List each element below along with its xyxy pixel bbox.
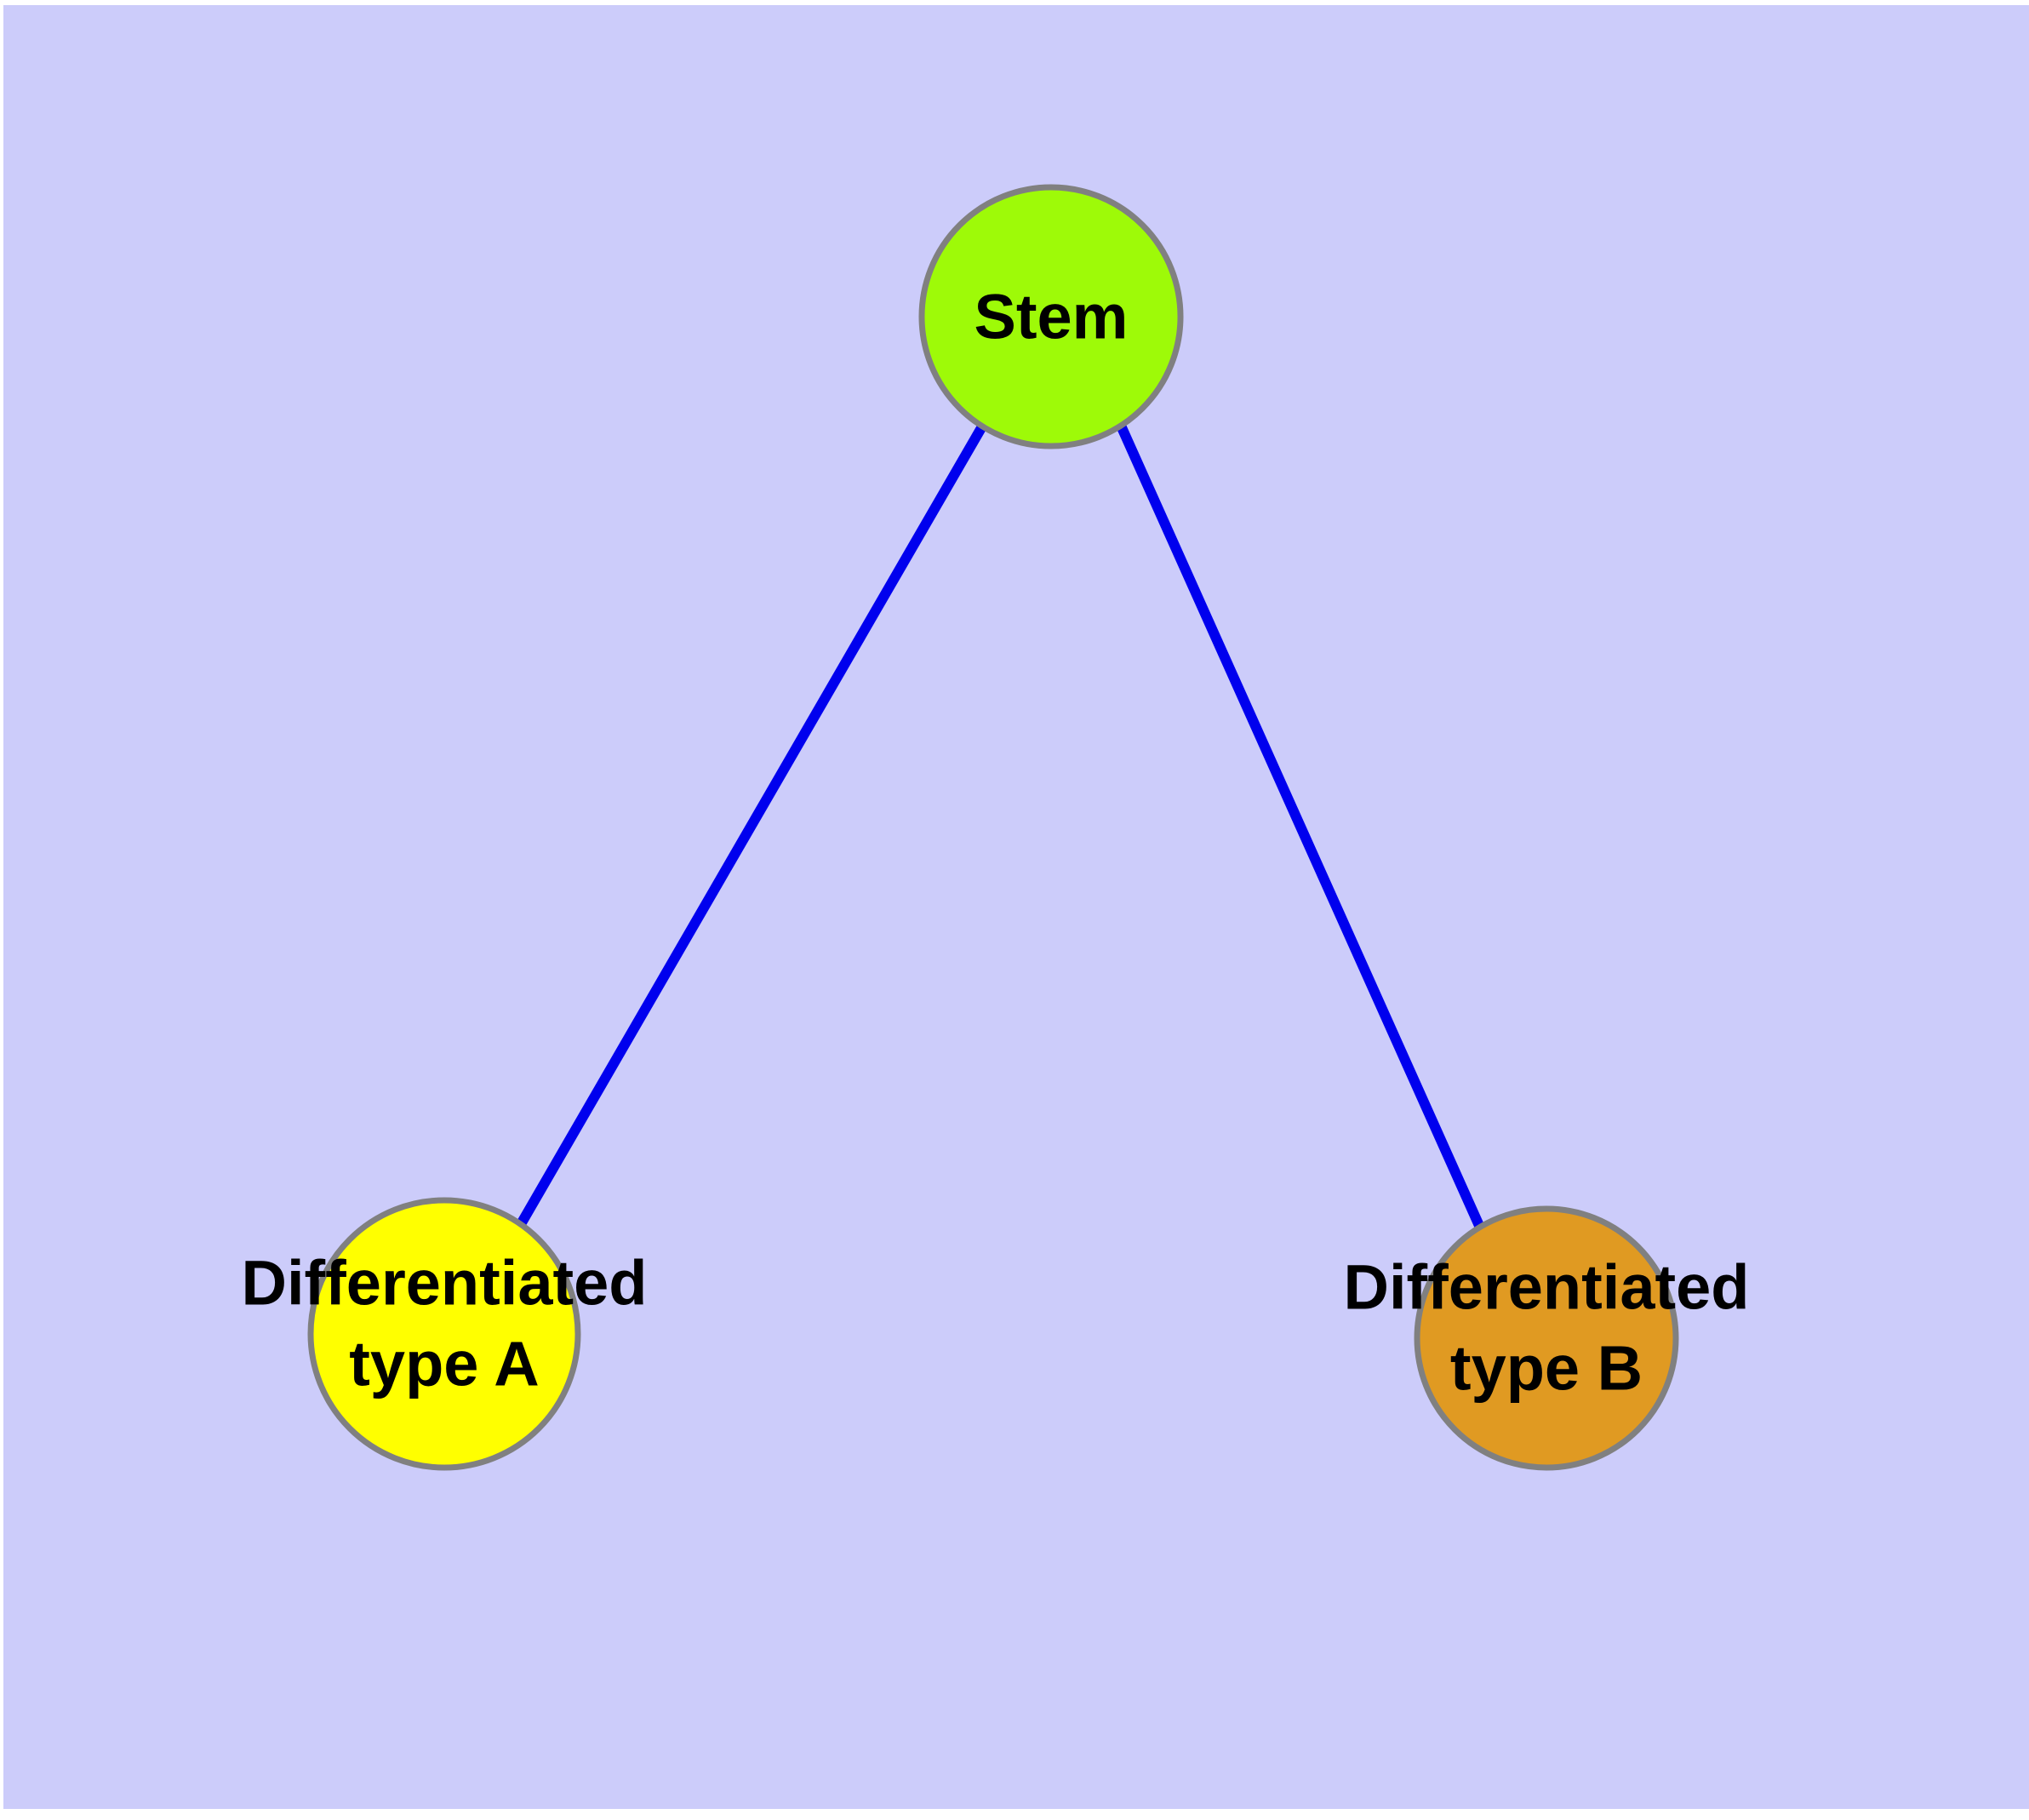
node-diff-b-label-line1: Differentiated bbox=[1344, 1252, 1750, 1323]
node-diff-a-label-line2: type A bbox=[349, 1329, 539, 1399]
edge-stem-to-diff-b[interactable] bbox=[1116, 423, 1485, 1230]
node-diff-a[interactable] bbox=[307, 1197, 581, 1471]
edge-stem-to-diff-a[interactable] bbox=[516, 423, 987, 1228]
edge-layer bbox=[516, 423, 1485, 1230]
node-layer bbox=[307, 184, 1679, 1471]
node-diff-a-label-line1: Differentiated bbox=[242, 1248, 648, 1319]
node-diff-b[interactable] bbox=[1414, 1205, 1679, 1471]
node-stem-label: Stem bbox=[974, 282, 1129, 352]
label-layer: Stem Differentiated type A Differentiate… bbox=[242, 282, 1750, 1404]
node-diff-a-circle[interactable] bbox=[307, 1197, 581, 1471]
node-diff-b-label-line2: type B bbox=[1450, 1333, 1643, 1404]
node-stem-circle[interactable] bbox=[918, 184, 1184, 449]
node-diff-b-circle[interactable] bbox=[1414, 1205, 1679, 1471]
node-stem[interactable] bbox=[918, 184, 1184, 449]
